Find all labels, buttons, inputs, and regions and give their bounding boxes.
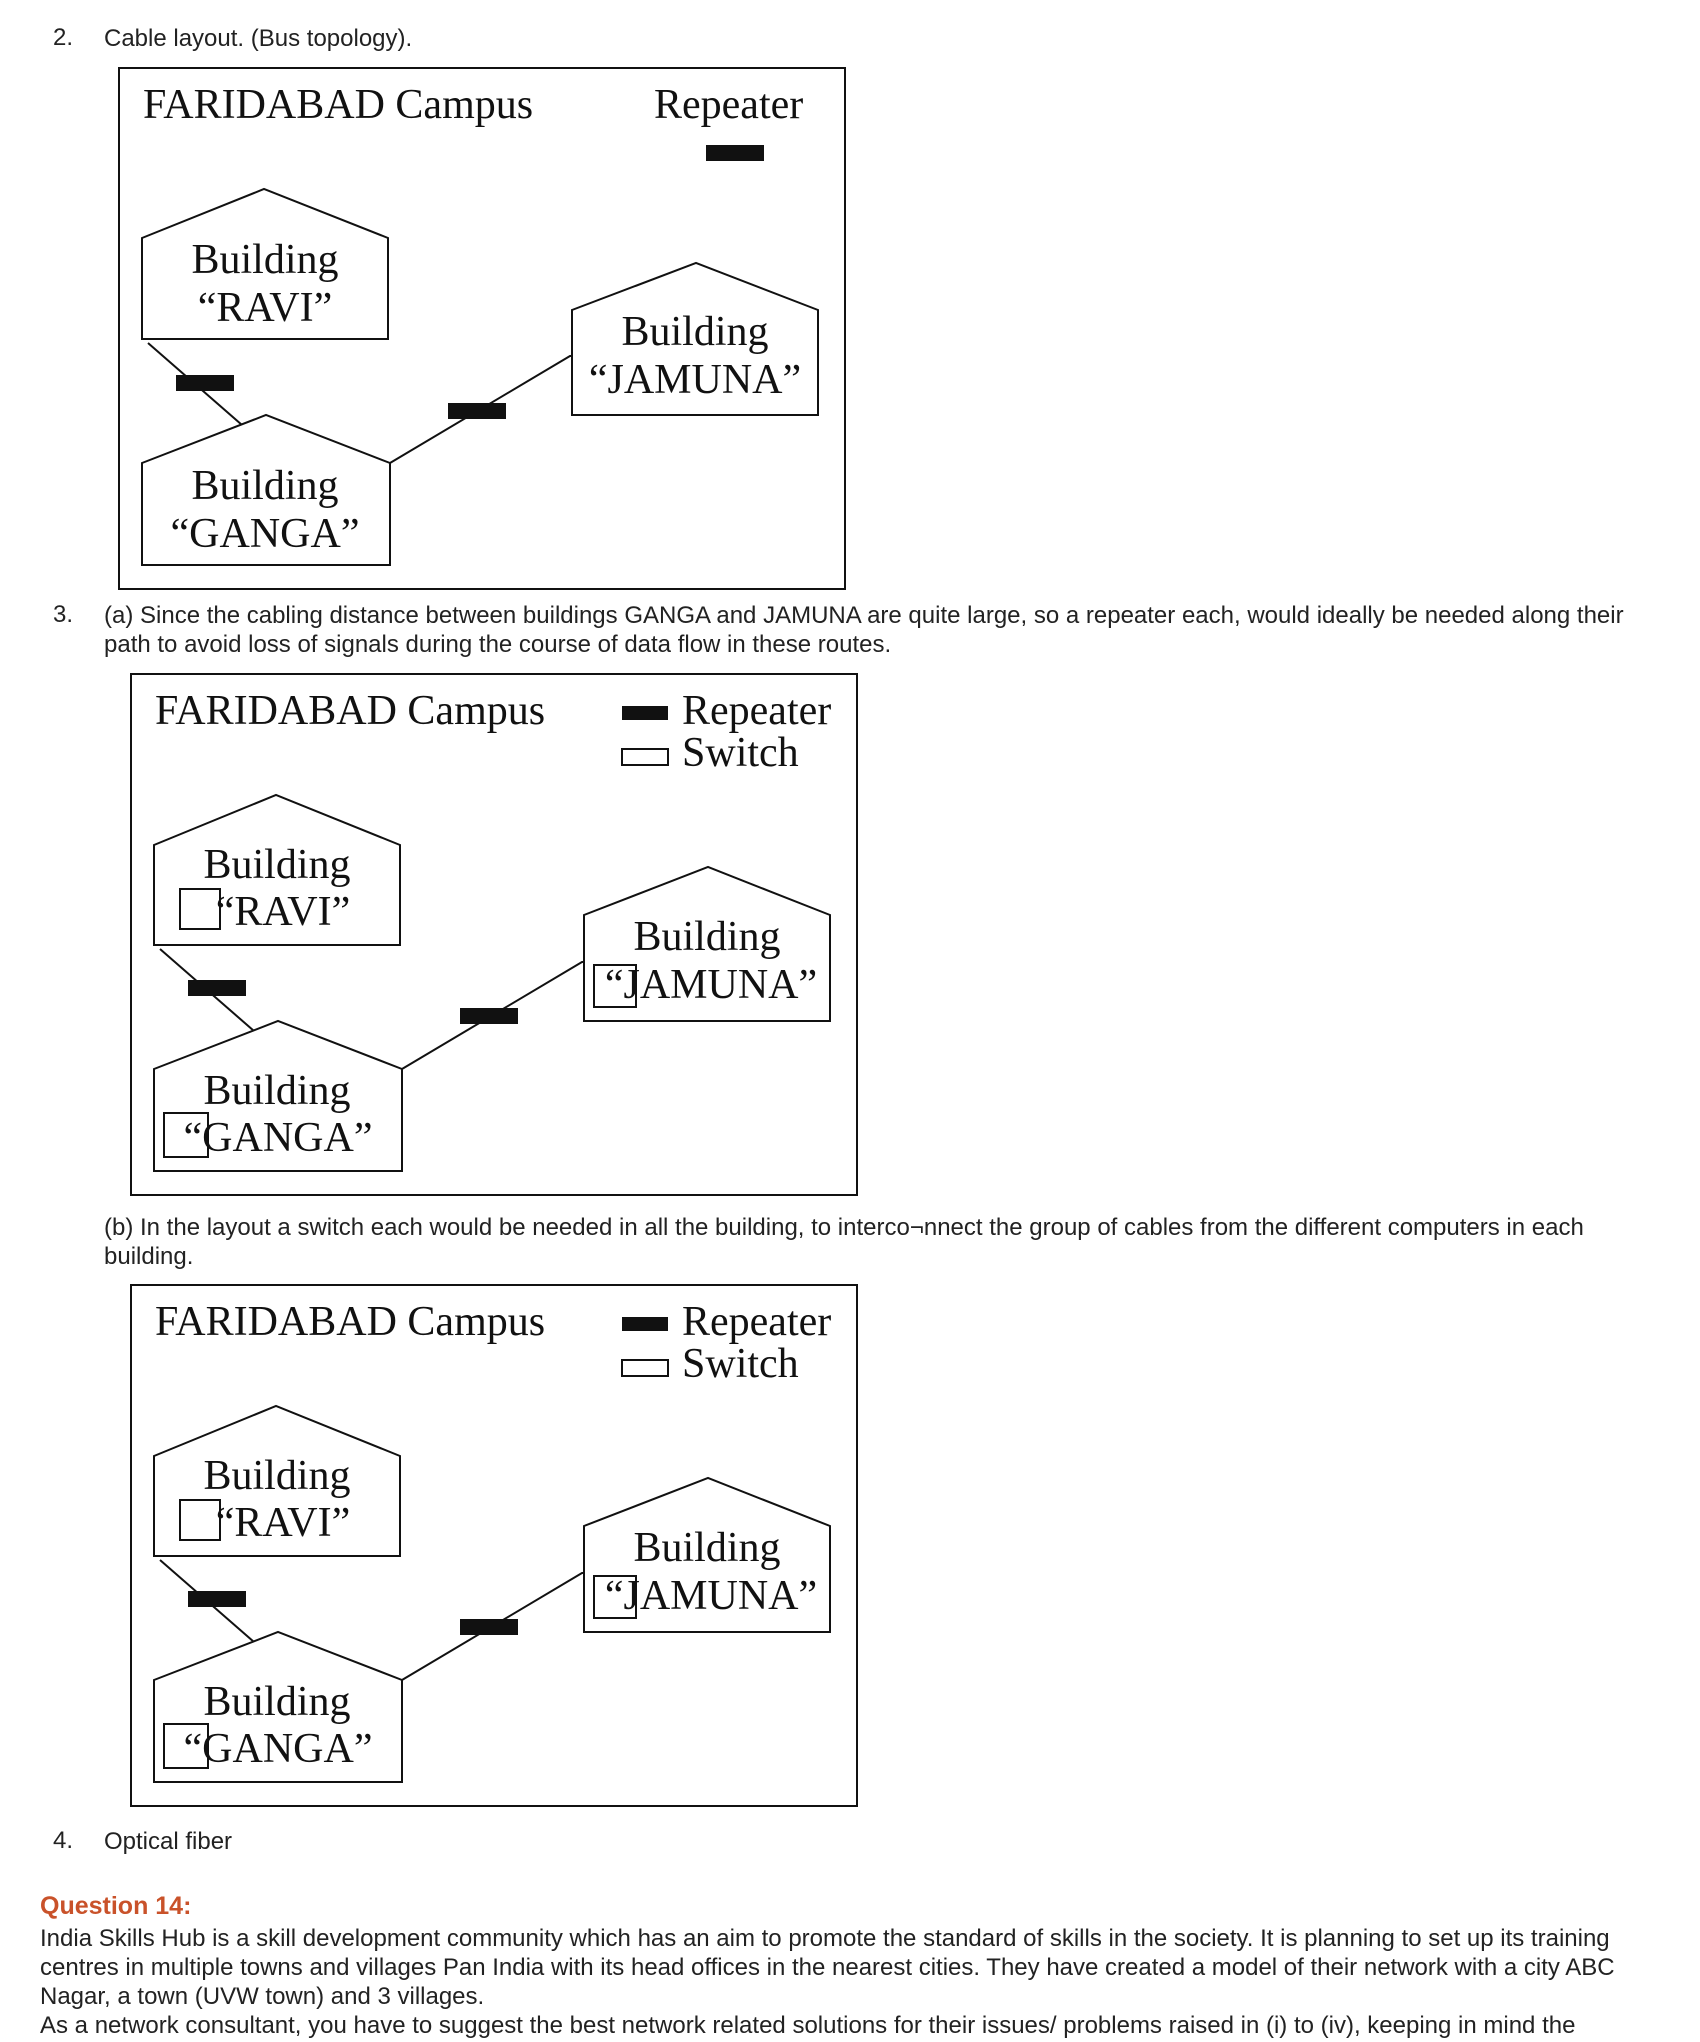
building-jamuna: Building “JAMUNA” [571,261,819,416]
building-name: “JAMUNA” [605,1573,817,1619]
building-name: “RAVI” [198,285,333,331]
building-name: “GANGA” [171,511,360,557]
building-ganga: Building “GANGA” [153,1019,403,1172]
diagram-frame [130,673,858,1196]
building-jamuna: Building “JAMUNA” [583,1476,831,1633]
repeater-switch-diagram-b: FARIDABAD Campus Repeater Switch Buildin… [130,1284,858,1807]
bus-topology-diagram: FARIDABAD Campus Repeater Building “RAVI… [118,67,846,590]
building-label: Building [203,1679,350,1725]
building-name: “GANGA” [184,1726,373,1772]
building-ravi: Building “RAVI” [153,793,401,946]
building-jamuna: Building “JAMUNA” [583,865,831,1022]
building-ravi: Building “RAVI” [141,187,389,340]
diagram-frame [130,1284,858,1807]
switch [163,1723,209,1769]
building-label: Building [633,914,780,960]
repeater-legend-label: Repeater [682,688,831,734]
repeater-legend-mark [622,706,668,720]
item-number: 4. [53,1827,74,1854]
building-name: “GANGA” [184,1115,373,1161]
item-text-b: (b) In the layout a switch each would be… [104,1214,1584,1270]
repeater [460,1008,518,1024]
repeater-legend-mark [622,1317,668,1331]
building-label: Building [203,1453,350,1499]
repeater [188,1591,246,1607]
switch-legend-mark [621,1359,669,1377]
building-label: Building [621,309,768,355]
switch [593,964,637,1008]
repeater-legend-label: Repeater [682,1299,831,1345]
item-number: 2. [53,24,74,51]
building-label: Building [203,842,350,888]
building-name: “RAVI” [216,1500,351,1546]
repeater [176,375,234,391]
switch-legend-mark [621,748,669,766]
repeater [448,403,506,419]
building-ganga: Building “GANGA” [141,413,391,566]
campus-title: FARIDABAD Campus [155,1299,545,1345]
switch [593,1575,637,1619]
campus-title: FARIDABAD Campus [143,82,533,128]
item-text: Cable layout. (Bus topology). [104,25,413,52]
item-text-a: (a) Since the cabling distance between b… [104,602,1624,658]
repeater-switch-diagram-a: FARIDABAD Campus Repeater Switch Buildin… [130,673,858,1196]
switch [179,1499,221,1541]
repeater-legend-label: Repeater [654,82,803,128]
building-name: “RAVI” [216,889,351,935]
repeater [460,1619,518,1635]
building-label: Building [191,463,338,509]
question-paragraph: As a network consultant, you have to sug… [40,2012,1576,2039]
question-title: Question 14: [40,1892,192,1920]
switch [163,1112,209,1158]
item-number: 3. [53,601,74,628]
repeater-legend-mark [706,145,764,161]
building-label: Building [191,237,338,283]
building-label: Building [203,1068,350,1114]
question-paragraph: India Skills Hub is a skill development … [40,1925,1615,2010]
switch [179,888,221,930]
building-name: “JAMUNA” [589,357,801,403]
question-body: India Skills Hub is a skill development … [40,1924,1680,2040]
switch-legend-label: Switch [682,730,799,776]
switch-legend-label: Switch [682,1341,799,1387]
campus-title: FARIDABAD Campus [155,688,545,734]
building-label: Building [633,1525,780,1571]
repeater [188,980,246,996]
building-ravi: Building “RAVI” [153,1404,401,1557]
building-name: “JAMUNA” [605,962,817,1008]
building-ganga: Building “GANGA” [153,1630,403,1783]
diagram-frame [118,67,846,590]
item-text: Optical fiber [104,1828,233,1855]
